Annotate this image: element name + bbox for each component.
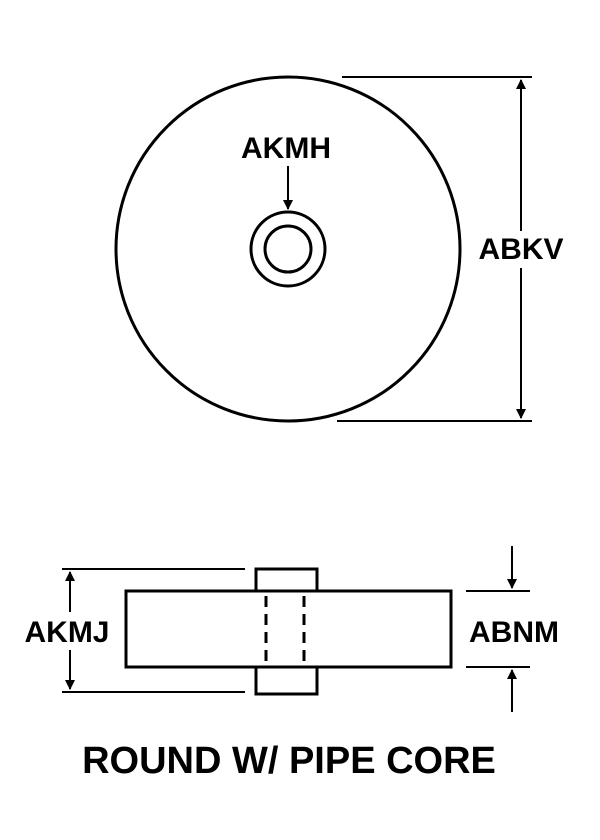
side-view: AKMJ ABNM xyxy=(24,546,559,712)
hole-dimension-label: AKMH xyxy=(241,132,331,165)
pipe-core-top-protrusion xyxy=(254,567,319,593)
top-view: AKMH ABKV xyxy=(114,75,564,423)
disc-side-body xyxy=(124,589,453,669)
pipe-core-outer-ring xyxy=(249,210,327,288)
diameter-dimension-label: ABKV xyxy=(478,233,563,266)
length-dimension-label: AKMJ xyxy=(24,616,109,649)
drawing-caption: ROUND W/ PIPE CORE xyxy=(82,740,496,782)
outer-disc xyxy=(114,75,462,423)
pipe-core-hole xyxy=(263,224,313,274)
thickness-dimension-label: ABNM xyxy=(469,616,559,649)
pipe-core-bottom-protrusion xyxy=(254,665,319,696)
